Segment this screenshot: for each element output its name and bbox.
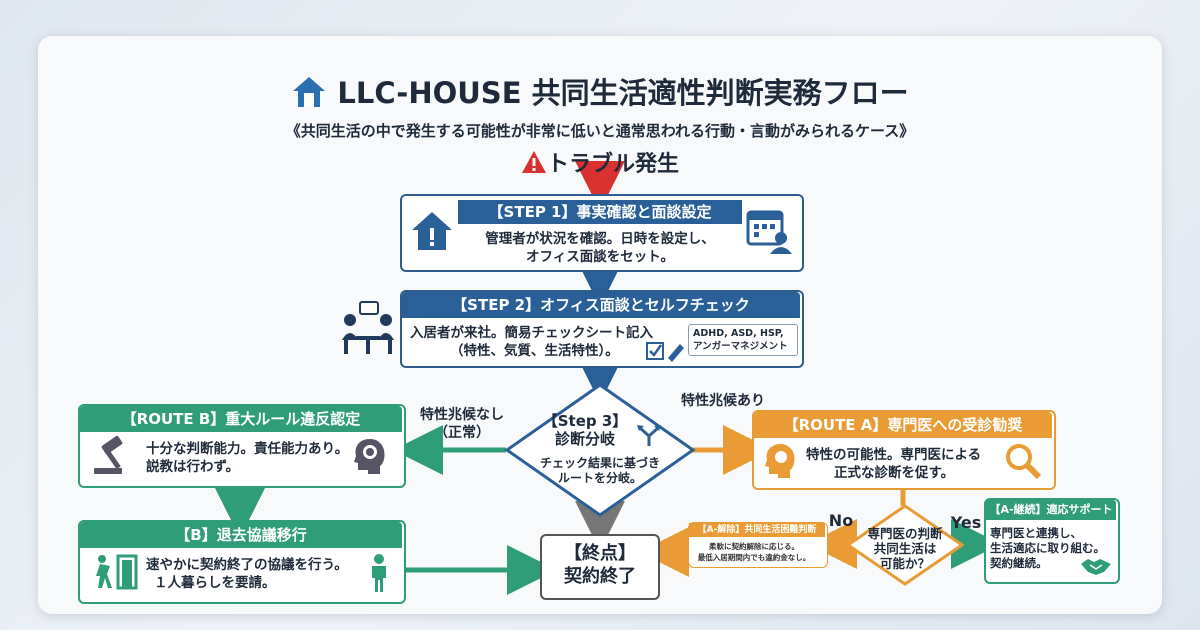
step2-line2: （特性、気質、生活特性）。 (450, 343, 619, 359)
end-text: 【終点】 契約終了 (540, 542, 660, 588)
doctor-line1: 専門医の判断 (867, 526, 943, 541)
end-line1: 【終点】 (564, 543, 636, 564)
step3-title: 【Step 3】 診断分岐 (530, 412, 640, 448)
step3-diamond (504, 383, 696, 517)
a-continue-line2: 生活適応に取り組む。 (990, 541, 1105, 555)
traits-tag: ADHD, ASD, HSP, アンガーマネジメント (688, 324, 798, 356)
person-icon (368, 554, 390, 596)
route-b-body: 十分な判断能力。責任能力あり。 説教は行わず。 (146, 440, 356, 476)
a-release-header: 【A-解除】共同生活困難判断 (689, 523, 825, 537)
house-icon (291, 75, 327, 116)
brain-head-icon-a (762, 442, 800, 484)
end-line2: 契約終了 (564, 566, 636, 587)
route-a-header: 【ROUTE A】専門医への受診勧奨 (754, 412, 1052, 438)
title-text: LLC-HOUSE 共同生活適性判断実務フロー (337, 76, 909, 110)
b-exit-line1: 速やかに契約終了の協議を行う。 (146, 557, 348, 573)
b-exit-header: 【B】退去協議移行 (80, 522, 402, 548)
end-box (540, 534, 660, 600)
step1-line1: 管理者が状況を確認。日時を設定し、 (485, 231, 715, 247)
checklist-pencil-icon (646, 340, 686, 366)
search-icon (1004, 442, 1042, 484)
calendar-person-icon (746, 206, 792, 260)
a-release-body: 柔軟に契約解除に応じる。 最低入居期間内でも違約金なし。 (692, 541, 816, 563)
a-release-line1: 柔軟に契約解除に応じる。 (709, 542, 799, 551)
doctor-diamond (846, 504, 964, 586)
step3-line1: チェック結果に基づき (539, 456, 660, 470)
traits-tag-line2: アンガーマネジメント (693, 341, 788, 352)
yes-label: Yes (950, 513, 982, 532)
house-alert-icon (410, 210, 454, 256)
brain-head-icon (350, 436, 390, 480)
step3-title2: 診断分岐 (554, 430, 615, 448)
doctor-text: 専門医の判断 共同生活は 可能か？ (856, 526, 954, 571)
no-sign-line1: 特性兆候なし (420, 407, 504, 423)
warning-icon (521, 150, 547, 180)
trouble-text: トラブル発生 (546, 152, 679, 177)
step2-body: 入居者が来社。簡易チェックシート記入 （特性、気質、生活特性）。 (410, 324, 690, 360)
trouble-heading: トラブル発生 (0, 146, 1200, 180)
step2-line1: 入居者が来社。簡易チェックシート記入 (410, 325, 653, 341)
route-b-header: 【ROUTE B】重大ルール違反認定 (80, 406, 402, 432)
a-continue-line1: 専門医と連携し、 (990, 526, 1082, 540)
sign-label: 特性兆候あり (681, 393, 765, 409)
step2-header: 【STEP 2】オフィス面談とセルフチェック (402, 292, 800, 318)
step1-line2: オフィス面談をセット。 (526, 249, 674, 265)
step1-body: 管理者が状況を確認。日時を設定し、 オフィス面談をセット。 (460, 230, 740, 266)
route-a-line1: 特性の可能性。専門医による (806, 447, 982, 463)
route-a-line2: 正式な診断を促す。 (834, 465, 955, 481)
a-continue-body: 専門医と連携し、 生活適応に取り組む。 契約継続。 (990, 526, 1116, 571)
exit-door-icon (92, 554, 140, 594)
route-a-body: 特性の可能性。専門医による 正式な診断を促す。 (806, 446, 1006, 482)
a-continue-header: 【A-継続】適応サポート (986, 500, 1116, 520)
route-b-line2: 説教は行わず。 (146, 459, 240, 475)
step1-header: 【STEP 1】事実確認と面談設定 (458, 200, 742, 224)
b-exit-body: 速やかに契約終了の協議を行う。 １人暮らしを要請。 (146, 556, 366, 592)
gavel-icon (92, 435, 134, 480)
no-label: No (828, 511, 854, 530)
b-exit-line2: １人暮らしを要請。 (154, 575, 276, 591)
step3-title1: 【Step 3】 (542, 412, 628, 430)
route-b-line1: 十分な判断能力。責任能力あり。 (146, 441, 349, 457)
no-sign-line2: （正常） (434, 425, 490, 441)
page-title: LLC-HOUSE 共同生活適性判断実務フロー (0, 70, 1200, 116)
handshake-icon (1080, 556, 1112, 580)
meeting-icon (336, 300, 400, 362)
doctor-line3: 可能か？ (879, 556, 930, 571)
a-continue-line3: 契約継続。 (990, 556, 1048, 570)
traits-tag-line1: ADHD, ASD, HSP, (693, 328, 784, 339)
step3-line2: ルートを分岐。 (557, 471, 642, 485)
subtitle: 《共同生活の中で発生する可能性が非常に低いと通常思われる行動・言動がみられるケー… (285, 122, 915, 140)
a-release-line2: 最低入居期間内でも違約金なし。 (697, 553, 811, 562)
doctor-line2: 共同生活は (873, 541, 937, 556)
step3-body: チェック結果に基づき ルートを分岐。 (530, 456, 670, 486)
no-sign-label: 特性兆候なし （正常） (412, 406, 512, 442)
split-arrows-icon (636, 424, 662, 450)
